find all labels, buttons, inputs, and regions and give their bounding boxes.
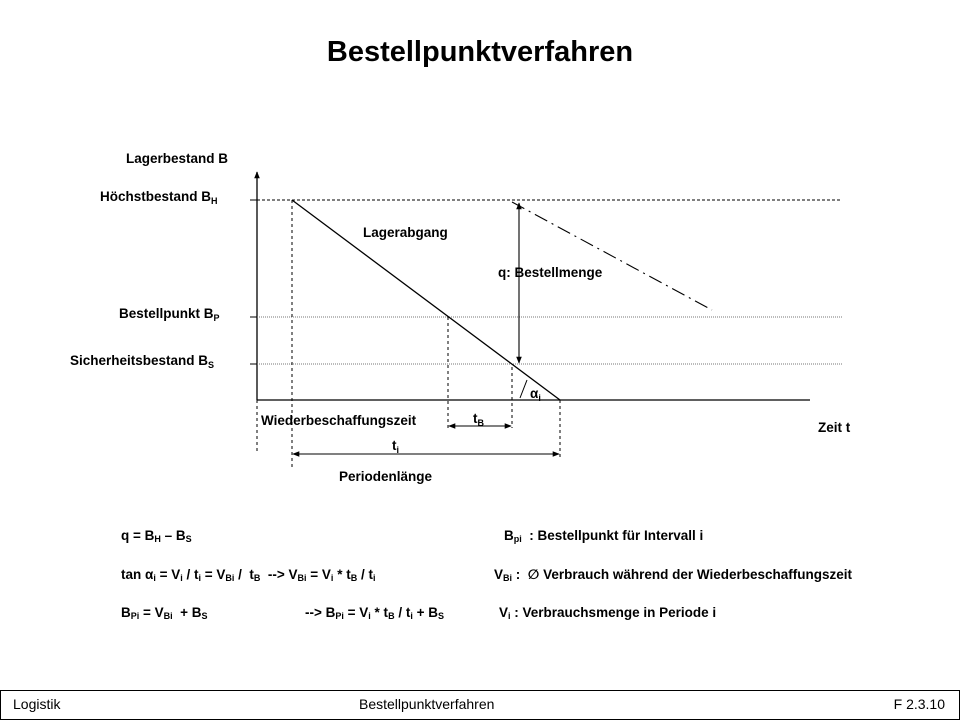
- lagerabgang-line: [291, 199, 561, 401]
- lagerabgang-label: Lagerabgang: [363, 225, 448, 240]
- bestellpunkt-label: Bestellpunkt BP: [119, 306, 220, 323]
- footer-bar: Logistik Bestellpunktverfahren F 2.3.10: [0, 690, 960, 720]
- formula-bpi: BPi = VBi + BS: [121, 605, 208, 621]
- alpha-label: αi: [530, 386, 541, 403]
- periodenlaenge-label: Periodenlänge: [339, 469, 433, 484]
- tb-label: tB: [473, 411, 485, 428]
- definition-vi: Vi : Verbrauchsmenge in Periode i: [499, 605, 717, 621]
- slide-title: Bestellpunktverfahren: [326, 36, 634, 68]
- bestellmenge-label: q: Bestellmenge: [498, 265, 603, 280]
- next-cycle-line: [511, 201, 713, 311]
- x-axis-label: Zeit t: [818, 420, 851, 435]
- formula-bpi-derived: --> BPi = Vi * tB / ti + BS: [305, 605, 444, 621]
- hoechstbestand-label: Höchstbestand BH: [100, 189, 218, 206]
- wiederbeschaffungszeit-label: Wiederbeschaffungszeit: [261, 413, 417, 428]
- definition-vbi: VBi : ∅ Verbrauch während der Wiederbesc…: [494, 567, 853, 583]
- footer-right: F 2.3.10: [893, 696, 945, 712]
- ti-label: ti: [392, 438, 399, 455]
- footer-center: Bestellpunktverfahren: [359, 696, 495, 712]
- y-axis-label: Lagerbestand B: [126, 151, 228, 166]
- angle-mark: [519, 379, 528, 399]
- formula-tan-alpha: tan αi = Vi / ti = VBi / tB --> VBi = Vi…: [121, 567, 376, 583]
- sicherheitsbestand-label: Sicherheitsbestand BS: [70, 353, 214, 370]
- footer-left: Logistik: [13, 696, 61, 712]
- formula-q: q = BH – BS: [121, 528, 192, 544]
- definition-bpi: Bpi : Bestellpunkt für Intervall i: [504, 528, 704, 544]
